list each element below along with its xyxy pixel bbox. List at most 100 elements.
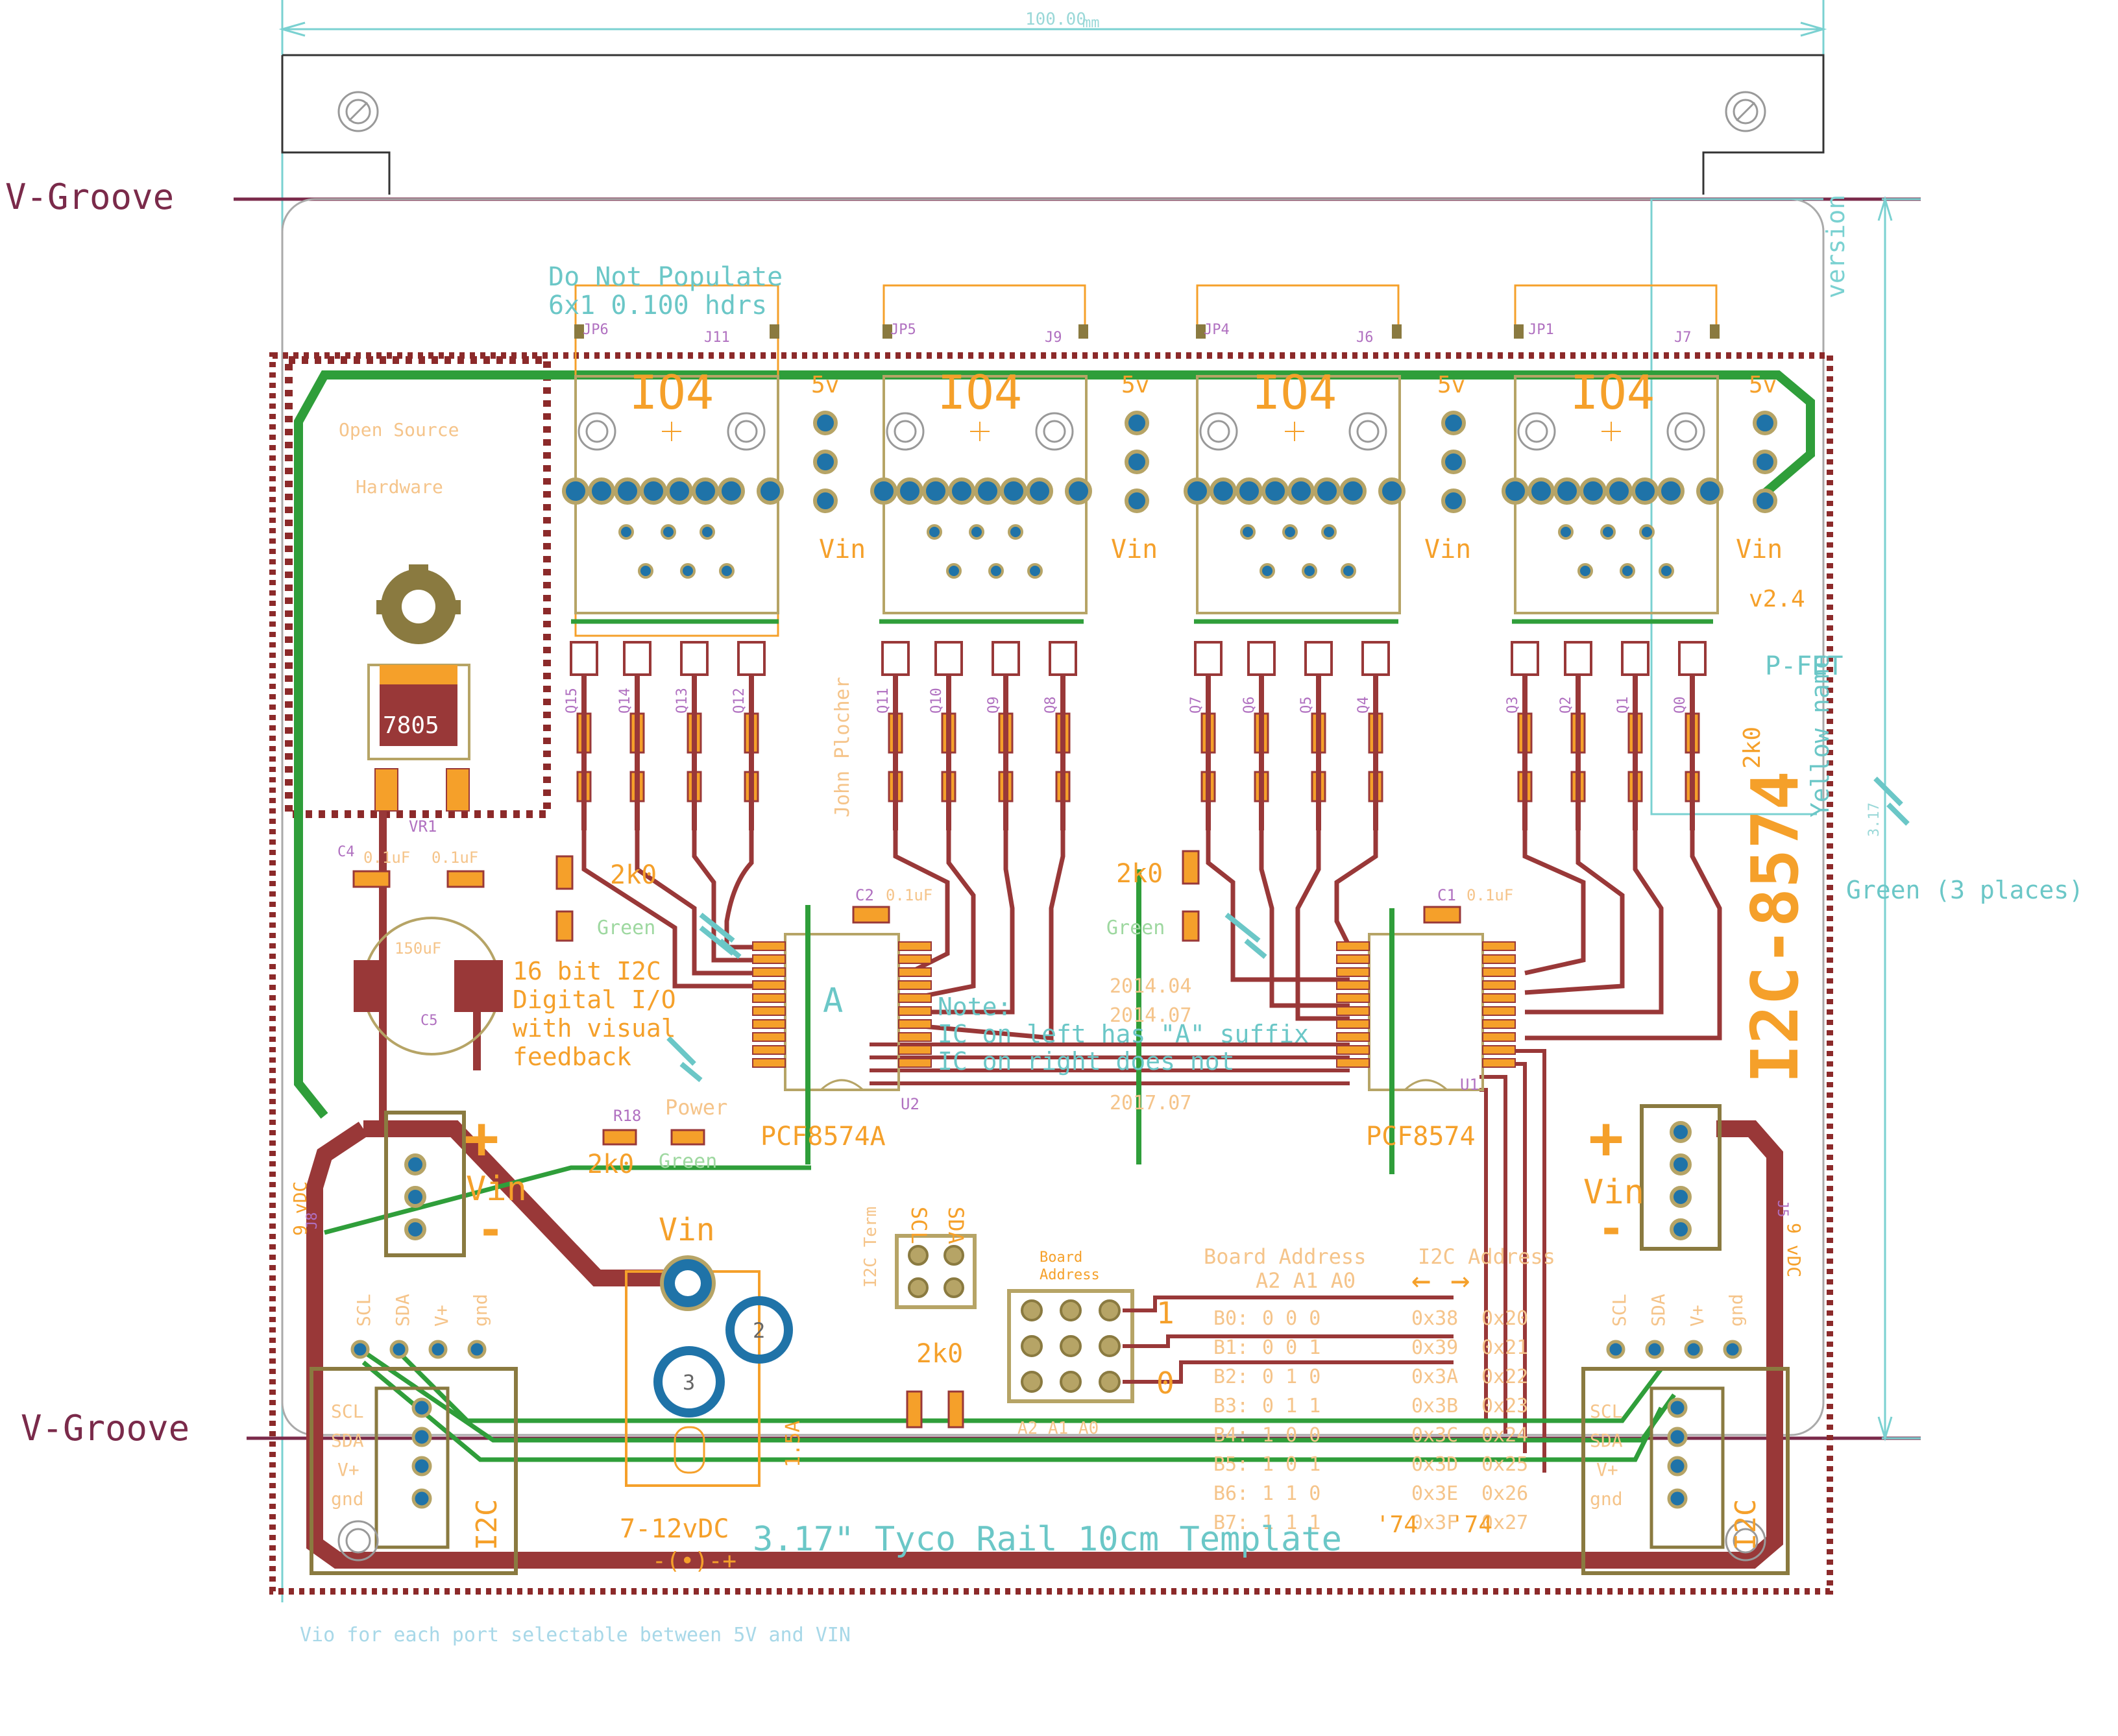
small-vias <box>618 524 1674 579</box>
rgroup1-q15: Q15 <box>564 688 580 714</box>
regulator-part: 7805 <box>383 712 439 739</box>
vgroove-label-bottom: V-Groove <box>21 1408 189 1449</box>
rgroup3-q7: Q7 <box>1188 697 1204 714</box>
r2k0-mid: 2k0 <box>1116 859 1163 889</box>
rgroup2-q9: Q9 <box>986 697 1002 714</box>
port4-5v: 5v <box>1749 372 1777 398</box>
vin-to-jack-trace <box>363 1120 688 1286</box>
vin-left: Vin <box>466 1170 527 1209</box>
chip-right-package <box>1336 933 1516 1091</box>
c4-ref: C4 <box>337 844 355 860</box>
c4-value: 0.1uF <box>363 849 410 867</box>
keepout-border <box>269 352 1833 1595</box>
jack-range: 7-12vDC <box>620 1514 729 1544</box>
addr-row-a74: 0x3F <box>1411 1512 1458 1534</box>
jack-vin: Vin <box>659 1212 715 1248</box>
top-bus-left-down <box>294 814 328 1119</box>
chip-left-name: PCF8574A <box>761 1122 886 1151</box>
rgroup4-q0: Q0 <box>1672 697 1688 714</box>
i2c-left-side-title: I2C <box>470 1499 504 1550</box>
rgroup2-q11: Q11 <box>875 688 892 714</box>
bottom-power-bus <box>306 1120 1783 1569</box>
i2c-left-side-gnd: gnd <box>331 1488 364 1510</box>
do-not-populate-1: Do Not Populate <box>548 262 783 292</box>
port3-5v: 5v <box>1437 372 1465 398</box>
power-ref: R18 <box>613 1107 641 1125</box>
chip-right-ref: U1 <box>1460 1076 1479 1094</box>
addr-row-a74: 0x3C <box>1411 1424 1458 1447</box>
description-4: feedback <box>513 1043 631 1071</box>
rgroup4-q3: Q3 <box>1505 697 1521 714</box>
port3-vin: Vin <box>1424 535 1471 564</box>
addr-row-bits: 0 0 0 <box>1262 1307 1321 1330</box>
addr-row-b: B0: <box>1213 1307 1248 1330</box>
address-jumper-header <box>1007 1289 1454 1403</box>
addr-row-b: B7: <box>1213 1512 1248 1534</box>
addr-row-bits: 0 1 0 <box>1262 1366 1321 1388</box>
addr-row-a74a: 0x27 <box>1481 1512 1528 1534</box>
addr-row-b: B6: <box>1213 1482 1248 1505</box>
io-port-4 <box>1514 284 1720 339</box>
address-table-rows: B0: 0 0 0 0x38 0x20 B1: 0 0 1 0x39 0x21 … <box>1213 1307 1528 1534</box>
board-address-header-2: Address <box>1040 1267 1100 1283</box>
port4-label: IO4 <box>1570 365 1655 420</box>
jack-polarity: -(•)-+ <box>652 1548 736 1574</box>
port1-5v: 5v <box>811 372 839 398</box>
i2c-term-header <box>895 1234 977 1309</box>
chip-right-name: PCF8574 <box>1366 1122 1476 1151</box>
i2c-left-top-scl: SCL <box>353 1294 374 1327</box>
small-caps <box>352 850 1461 1429</box>
port4-jp: JP1 <box>1528 322 1554 338</box>
regulator-7805 <box>367 664 470 812</box>
i2c-connector-right <box>1581 1340 1790 1575</box>
j5-label: J5 <box>1774 1200 1790 1218</box>
power-connector-right <box>1640 1104 1722 1251</box>
minus-right: - <box>1598 1202 1625 1255</box>
rgroup2-q8: Q8 <box>1043 697 1059 714</box>
c5-electrolytic <box>354 917 503 1055</box>
vio-jumpers <box>813 411 1777 513</box>
addr-row-bits: 0 1 1 <box>1262 1395 1321 1417</box>
addr-row-a74: 0x3D <box>1411 1453 1458 1476</box>
minus-left: - <box>477 1203 504 1257</box>
oshw-line2: Hardware <box>356 476 443 498</box>
i2c-right-top-gnd: gnd <box>1725 1294 1747 1327</box>
i2c-term-r: 2k0 <box>916 1339 963 1369</box>
addr-foot-74a: '74 <box>1450 1512 1492 1538</box>
j8-label: J8 <box>304 1212 321 1230</box>
i2c-right-side-title: I2C <box>1729 1499 1762 1550</box>
port2-vin: Vin <box>1111 535 1158 564</box>
oshw-line1: Open Source <box>339 419 459 440</box>
io-port-1 <box>574 284 779 637</box>
mounting-hole-top-left <box>337 91 379 132</box>
mounting-hole-bottom-right <box>1725 1520 1766 1561</box>
header-pins <box>562 477 1723 505</box>
port3-j: J6 <box>1356 330 1374 346</box>
rgroup3-q5: Q5 <box>1298 697 1315 714</box>
addr-table-cols: A2 A1 A0 <box>1256 1268 1356 1293</box>
addr-row-b: B5: <box>1213 1453 1248 1476</box>
addr-row-b: B3: <box>1213 1395 1248 1417</box>
i2c-left-side-sda: SDA <box>331 1430 364 1451</box>
c2-ref: C2 <box>855 886 874 904</box>
port3-label: IO4 <box>1252 365 1337 420</box>
port-crosses <box>662 422 1621 441</box>
port4-j: J7 <box>1674 330 1692 346</box>
footer-note: Vio for each port selectable between 5V … <box>300 1624 851 1646</box>
r2k0-right-vertical: 2k0 <box>1739 727 1766 769</box>
board-title: I2C-8574 <box>1737 771 1813 1083</box>
r2k0-left: 2k0 <box>610 860 657 890</box>
tyco-template: 3.17" Tyco Rail 10cm Template <box>753 1520 1342 1559</box>
c1-ref: C1 <box>1437 886 1456 904</box>
i2c-term-label: I2C Term <box>861 1207 881 1288</box>
c2-value: 0.1uF <box>886 886 932 904</box>
mounting-hole-bottom-left <box>337 1520 379 1561</box>
chip-green-pins <box>805 869 1394 1174</box>
addr-row-a74a: 0x24 <box>1481 1424 1528 1447</box>
addr-row-bits: 1 0 0 <box>1262 1424 1321 1447</box>
port3-jp: JP4 <box>1204 322 1230 338</box>
green-3-places: Green (3 places) <box>1846 876 2084 904</box>
date-1: 2014.04 <box>1110 975 1191 998</box>
rgroup1-q13: Q13 <box>674 688 690 714</box>
dimension-unit: mm <box>1082 15 1100 31</box>
